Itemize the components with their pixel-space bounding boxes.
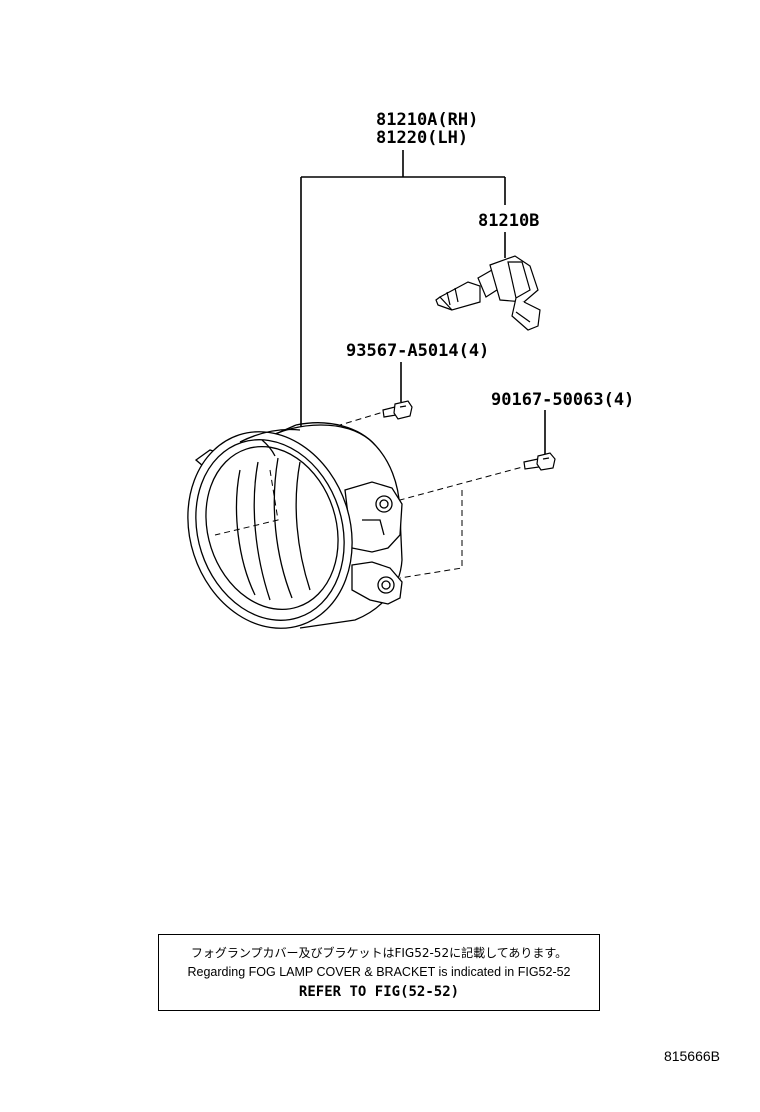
note-reference-link[interactable]: REFER TO FIG(52-52) [298, 984, 460, 1000]
bolt-part[interactable] [523, 452, 556, 471]
fog-lamp-assembly[interactable] [163, 410, 403, 650]
dashed-assembly-lines [204, 409, 531, 579]
assembly-lh-label[interactable]: 81220(LH) [376, 128, 468, 148]
bulb-part[interactable] [435, 255, 541, 331]
bolt-label[interactable]: 90167-50063(4) [491, 390, 634, 410]
leader-lines [300, 150, 546, 454]
note-english: Regarding FOG LAMP COVER & BRACKET is in… [187, 965, 571, 979]
screw-part[interactable] [382, 400, 413, 420]
lamp-axis-line [214, 469, 279, 536]
note-japanese: フォグランプカバー及びブラケットはFIG52-52に記載してあります。 [190, 946, 568, 960]
screw-label[interactable]: 93567-A5014(4) [346, 341, 489, 361]
bulb-label[interactable]: 81210B [478, 211, 539, 231]
figure-id: 815666B [663, 1048, 720, 1064]
assembly-rh-label[interactable]: 81210A(RH) [376, 110, 478, 130]
reference-note-box: フォグランプカバー及びブラケットはFIG52-52に記載してあります。 Rega… [158, 934, 600, 1011]
